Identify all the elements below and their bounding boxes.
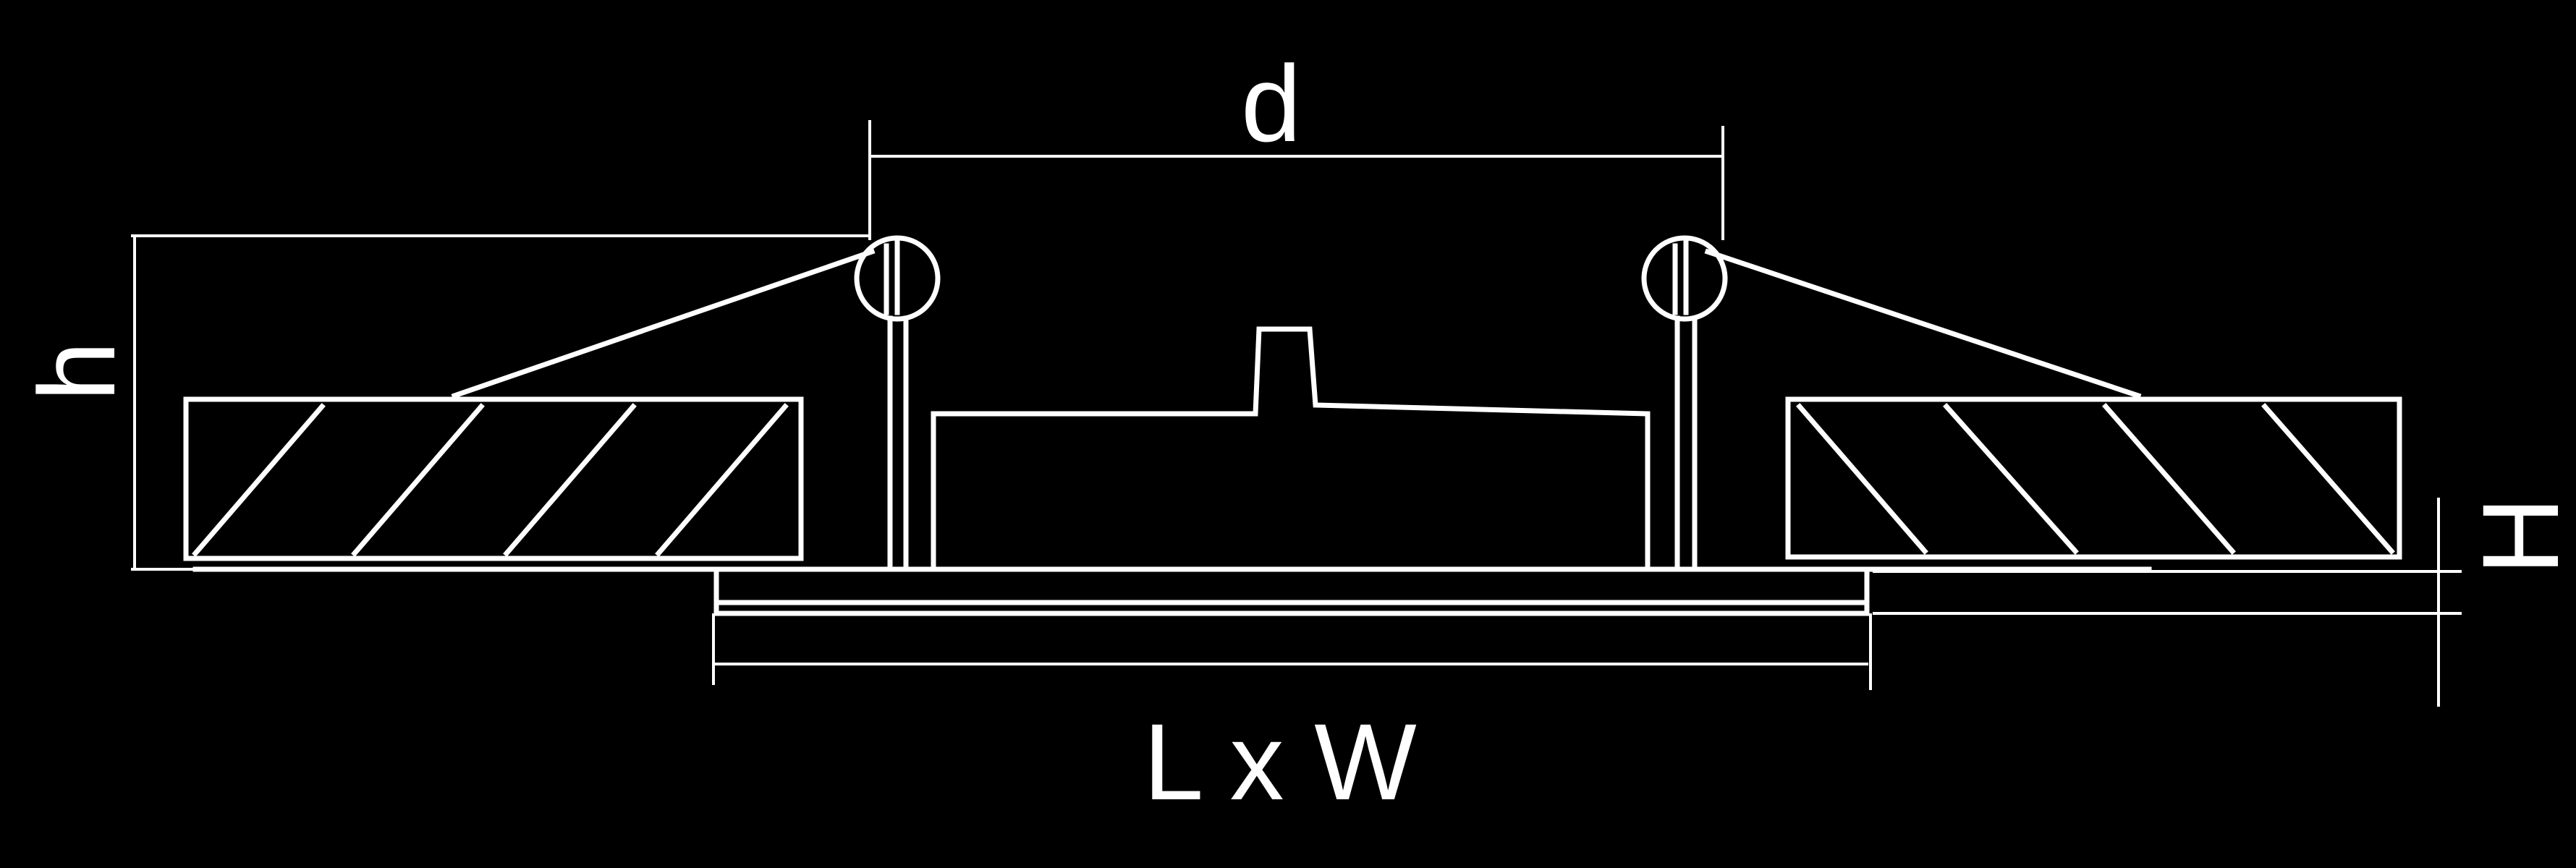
right-spring-arm [1704, 248, 2142, 399]
flange-lower-outline [713, 600, 1870, 616]
flange-upper-outline [713, 569, 1870, 605]
left-block-outline [183, 396, 804, 561]
left-pivot-circle [854, 235, 941, 322]
left-block-hatch [192, 403, 326, 557]
left-pivot [854, 235, 941, 571]
left-block-hatch [503, 403, 637, 557]
dimension-lxw [712, 613, 1872, 690]
bottom-plate [192, 566, 2152, 616]
left-side-block [183, 396, 804, 561]
right-side-block [1785, 396, 2402, 560]
dimension-h [131, 234, 870, 571]
label-lxw: L x W [1143, 701, 1417, 822]
label-d: d [1241, 43, 1301, 164]
right-block-outline [1785, 396, 2402, 560]
left-spring-arm [451, 248, 876, 399]
right-pivot-circle [1641, 235, 1728, 322]
label-H: H [2460, 497, 2576, 575]
left-block-hatch [655, 403, 789, 557]
right-block-hatch [2261, 403, 2395, 555]
left-block-hatch [351, 403, 485, 557]
right-block-hatch [1796, 403, 1928, 555]
spring-clips [451, 248, 2142, 399]
right-pivot [1641, 235, 1728, 571]
central-housing [931, 326, 1651, 571]
label-h: h [16, 341, 137, 401]
central-housing-outline [931, 326, 1651, 571]
dimension-d [868, 120, 1724, 240]
right-block-hatch [2102, 403, 2236, 555]
right-block-hatch [1943, 403, 2079, 555]
